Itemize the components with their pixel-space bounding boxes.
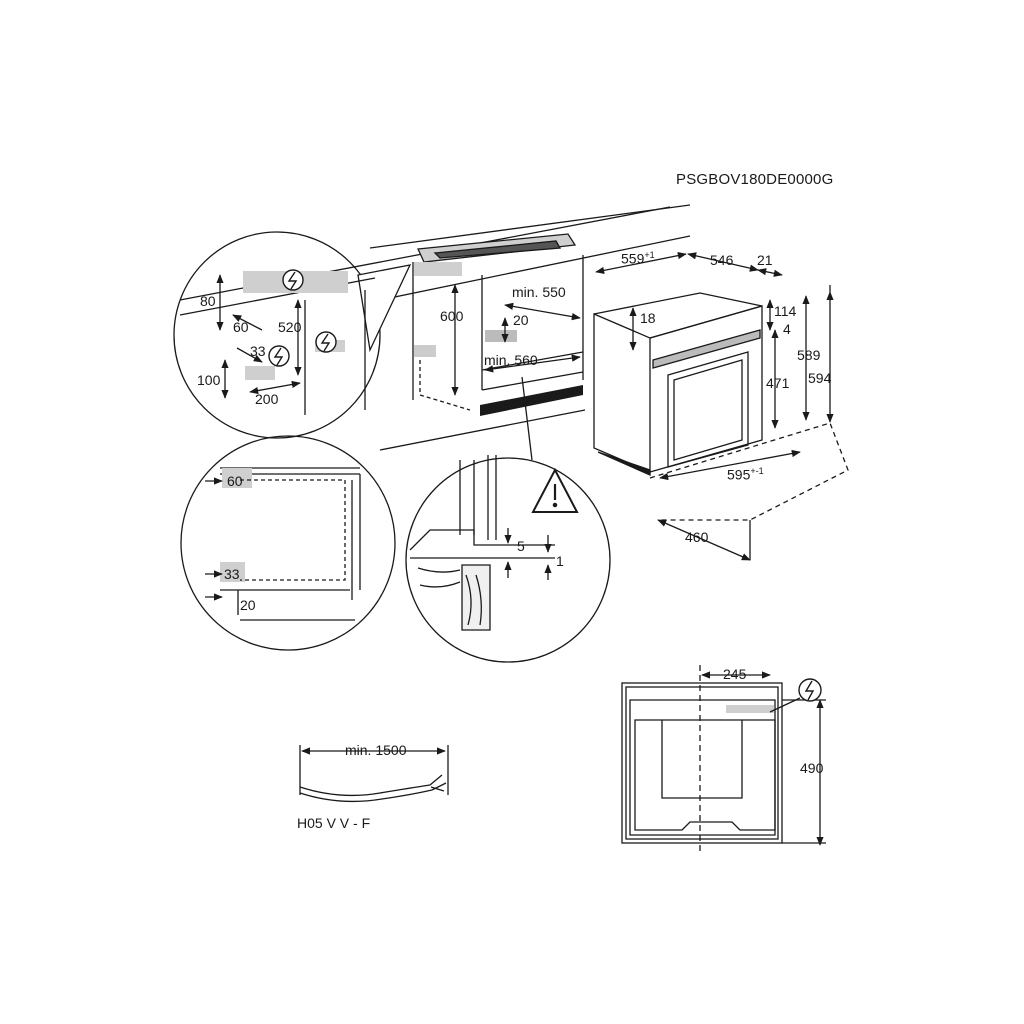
dim-20-side: 20 bbox=[240, 597, 256, 613]
dim-460: 460 bbox=[685, 529, 709, 545]
dim-min-550: min. 550 bbox=[512, 284, 566, 300]
detail-circle-side bbox=[180, 435, 396, 651]
dim-18: 18 bbox=[640, 310, 656, 326]
dim-100: 100 bbox=[197, 372, 221, 388]
dim-114: 114 bbox=[774, 303, 797, 319]
dim-200: 200 bbox=[255, 391, 279, 407]
dim-245: 245 bbox=[723, 666, 747, 682]
dim-546: 546 bbox=[710, 252, 734, 268]
dim-33-top: 33 bbox=[250, 343, 266, 359]
dim-80: 80 bbox=[200, 293, 216, 309]
cabinet-niche bbox=[412, 255, 584, 416]
oven-body bbox=[593, 292, 763, 476]
power-plug-icon bbox=[282, 269, 304, 291]
dim-595: 595+-1 bbox=[727, 466, 764, 483]
dim-1: 1 bbox=[556, 553, 564, 569]
dim-60-side: 60 bbox=[227, 473, 243, 489]
dim-min-560: min. 560 bbox=[484, 352, 538, 368]
cable-type: H05 V V - F bbox=[297, 815, 371, 831]
power-plug-icon bbox=[798, 678, 822, 702]
detail-circle-front bbox=[405, 376, 611, 663]
dim-520: 520 bbox=[278, 319, 302, 335]
dim-490: 490 bbox=[800, 760, 824, 776]
power-cable bbox=[299, 745, 449, 803]
dim-33-side: 33 bbox=[224, 566, 240, 582]
product-code: PSGBOV180DE0000G bbox=[676, 171, 834, 188]
hob bbox=[417, 233, 577, 263]
oven-rear-view bbox=[621, 665, 826, 855]
dim-589: 589 bbox=[797, 347, 821, 363]
dim-5: 5 bbox=[517, 538, 525, 554]
dim-594: 594 bbox=[808, 370, 832, 386]
dim-471: 471 bbox=[766, 375, 790, 391]
power-plug-icon bbox=[315, 331, 337, 353]
dim-559: 559+1 bbox=[621, 250, 655, 267]
dim-min-1500: min. 1500 bbox=[345, 742, 407, 758]
dim-4: 4 bbox=[783, 321, 791, 337]
dim-20-niche: 20 bbox=[513, 312, 529, 328]
power-plug-icon bbox=[268, 345, 290, 367]
dim-60-top: 60 bbox=[233, 319, 249, 335]
dim-21: 21 bbox=[757, 252, 773, 268]
detail-circle-top bbox=[173, 231, 412, 439]
dim-600: 600 bbox=[440, 308, 464, 324]
